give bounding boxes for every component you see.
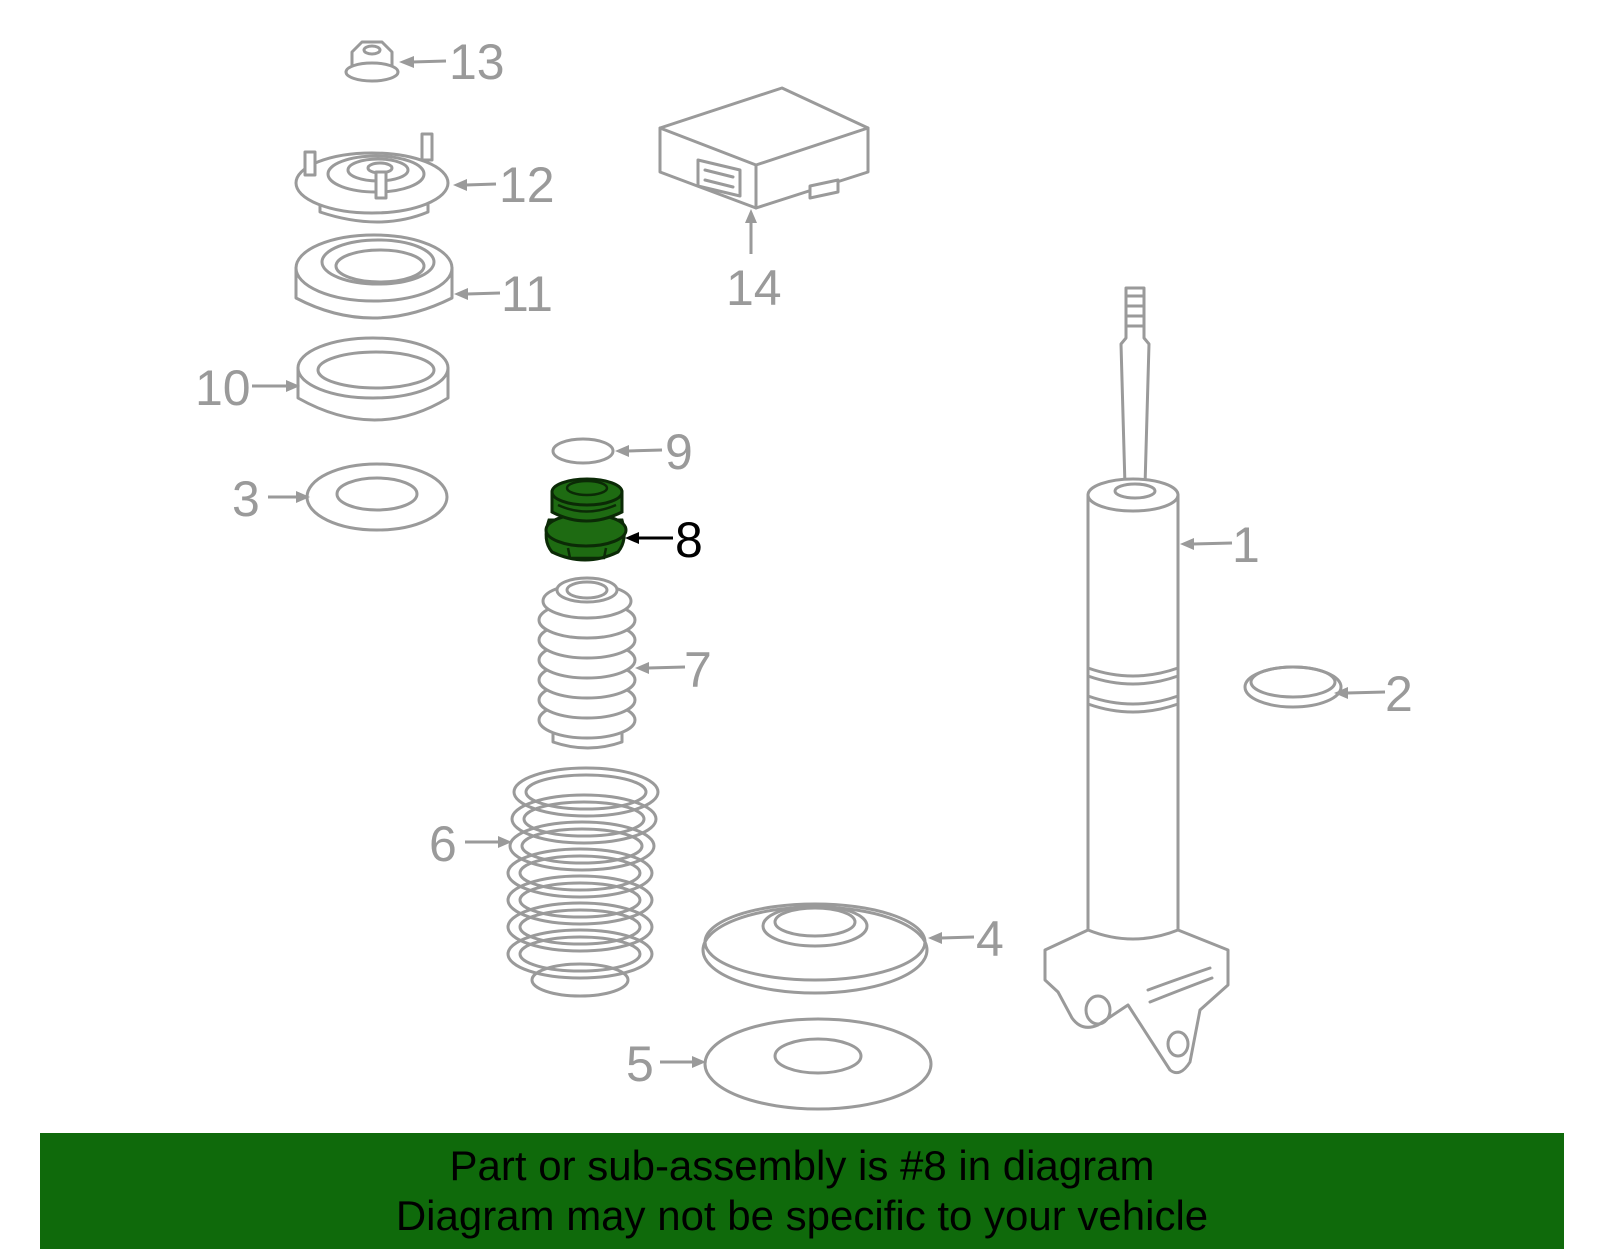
part-11-spring-seat[interactable] xyxy=(294,233,454,320)
part-6-coil-spring[interactable] xyxy=(506,766,660,998)
svg-text:1: 1 xyxy=(1232,517,1260,573)
banner-line-part: Part or sub-assembly is #8 in diagram xyxy=(449,1142,1155,1189)
svg-text:10: 10 xyxy=(195,360,251,416)
callout-1: 1 xyxy=(1180,517,1260,573)
part-12-upper-mount[interactable] xyxy=(294,132,450,224)
callout-11: 11 xyxy=(454,266,553,322)
part-9-ring[interactable] xyxy=(551,437,615,465)
svg-text:5: 5 xyxy=(626,1036,654,1092)
svg-text:9: 9 xyxy=(665,424,693,480)
part-10-insulator[interactable] xyxy=(296,336,450,422)
part-3-washer[interactable] xyxy=(305,462,449,532)
callout-6: 6 xyxy=(429,816,512,872)
callout-3: 3 xyxy=(232,471,310,527)
callout-5: 5 xyxy=(626,1036,706,1092)
part-1-shock-absorber[interactable] xyxy=(1043,286,1230,1075)
svg-text:13: 13 xyxy=(449,34,505,90)
callout-7: 7 xyxy=(635,642,712,698)
svg-text:7: 7 xyxy=(684,642,712,698)
part-4-plate[interactable] xyxy=(701,902,929,995)
svg-text:8: 8 xyxy=(675,512,703,568)
callout-9: 9 xyxy=(615,424,693,480)
svg-text:12: 12 xyxy=(499,157,555,213)
callout-4: 4 xyxy=(928,911,1004,967)
callout-14: 14 xyxy=(726,209,782,316)
svg-text:11: 11 xyxy=(501,266,553,322)
banner-line-disclaimer: Diagram may not be specific to your vehi… xyxy=(395,1192,1209,1239)
info-banner: Part or sub-assembly is #8 in diagram Di… xyxy=(40,1133,1564,1249)
part-5-plate[interactable] xyxy=(703,1017,933,1111)
part-14-control-module[interactable] xyxy=(658,86,870,210)
callout-13: 13 xyxy=(399,34,505,90)
svg-text:2: 2 xyxy=(1385,666,1413,722)
svg-text:4: 4 xyxy=(976,911,1004,967)
part-7-dust-boot[interactable] xyxy=(537,576,637,750)
part-2-seal-ring[interactable] xyxy=(1243,665,1343,709)
callout-12: 12 xyxy=(453,157,555,213)
callout-10: 10 xyxy=(195,360,300,416)
svg-text:14: 14 xyxy=(726,260,782,316)
part-13-nut[interactable] xyxy=(344,40,400,83)
callout-8: 8 xyxy=(625,512,703,568)
callout-2: 2 xyxy=(1334,666,1413,722)
svg-text:6: 6 xyxy=(429,816,457,872)
svg-text:3: 3 xyxy=(232,471,260,527)
part-8-bump-stop[interactable] xyxy=(544,477,628,562)
